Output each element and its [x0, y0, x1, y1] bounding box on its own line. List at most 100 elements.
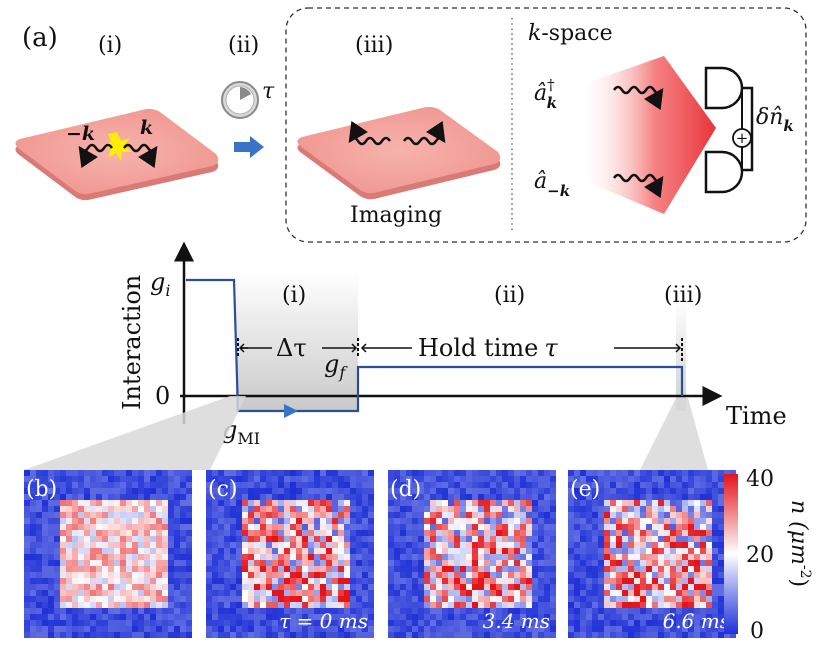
density-cell [448, 506, 454, 512]
background-cell [174, 614, 180, 620]
density-cell [162, 530, 168, 536]
density-cell [460, 524, 466, 530]
background-cell [332, 614, 338, 620]
background-cell [418, 518, 424, 524]
background-cell [356, 620, 362, 626]
background-cell [400, 488, 406, 494]
background-cell [598, 620, 604, 626]
step-i-label: (i) [98, 33, 122, 58]
background-cell [526, 608, 532, 614]
delta-n-sub: k [783, 117, 793, 135]
background-cell [466, 608, 472, 614]
background-cell [206, 554, 212, 560]
background-cell [206, 632, 212, 638]
density-cell [314, 500, 320, 506]
density-cell [150, 530, 156, 536]
density-cell [682, 584, 688, 590]
background-cell [290, 482, 296, 488]
background-cell [526, 488, 532, 494]
density-cell [694, 596, 700, 602]
background-cell [550, 512, 556, 518]
background-cell [544, 536, 550, 542]
background-cell [586, 554, 592, 560]
density-cell [700, 554, 706, 560]
density-cell [526, 572, 532, 578]
density-cell [248, 560, 254, 566]
background-cell [30, 512, 36, 518]
density-cell [520, 542, 526, 548]
background-cell [700, 614, 706, 620]
density-cell [296, 500, 302, 506]
background-cell [502, 614, 508, 620]
background-cell [206, 512, 212, 518]
background-cell [664, 608, 670, 614]
density-cell [484, 536, 490, 542]
density-cell [302, 602, 308, 608]
background-cell [218, 512, 224, 518]
density-cell [162, 590, 168, 596]
density-cell [96, 518, 102, 524]
background-cell [598, 590, 604, 596]
background-cell [266, 470, 272, 476]
background-cell [412, 542, 418, 548]
background-cell [260, 614, 266, 620]
density-cell [436, 590, 442, 596]
background-cell [54, 614, 60, 620]
background-cell [628, 476, 634, 482]
background-cell [550, 500, 556, 506]
background-cell [218, 536, 224, 542]
background-cell [712, 518, 718, 524]
density-cell [658, 560, 664, 566]
background-cell [400, 590, 406, 596]
background-cell [308, 614, 314, 620]
g-i-sub: i [165, 281, 170, 300]
density-cell [272, 602, 278, 608]
density-cell [90, 554, 96, 560]
density-cell [266, 560, 272, 566]
background-cell [532, 602, 538, 608]
background-cell [538, 560, 544, 566]
density-cell [344, 506, 350, 512]
density-cell [430, 530, 436, 536]
background-cell [174, 620, 180, 626]
density-cell [676, 602, 682, 608]
density-cell [260, 506, 266, 512]
background-cell [356, 578, 362, 584]
background-cell [604, 620, 610, 626]
density-cell [496, 596, 502, 602]
background-cell [90, 470, 96, 476]
density-cell [694, 524, 700, 530]
background-cell [598, 602, 604, 608]
background-cell [30, 590, 36, 596]
density-cell [126, 560, 132, 566]
density-cell [78, 512, 84, 518]
background-cell [580, 494, 586, 500]
background-cell [314, 620, 320, 626]
density-cell [664, 590, 670, 596]
background-cell [362, 482, 368, 488]
background-cell [54, 632, 60, 638]
density-cell [66, 578, 72, 584]
background-cell [320, 494, 326, 500]
density-cell [526, 566, 532, 572]
stage-ii-label: (ii) [494, 283, 525, 308]
density-cell [514, 590, 520, 596]
background-cell [568, 542, 574, 548]
background-cell [356, 602, 362, 608]
background-cell [236, 560, 242, 566]
background-cell [544, 590, 550, 596]
density-cell [120, 590, 126, 596]
density-cell [622, 500, 628, 506]
background-cell [24, 530, 30, 536]
density-cell [156, 560, 162, 566]
background-cell [126, 488, 132, 494]
density-cell [670, 566, 676, 572]
density-cell [460, 506, 466, 512]
density-cell [700, 518, 706, 524]
background-cell [514, 482, 520, 488]
background-cell [610, 614, 616, 620]
background-cell [502, 494, 508, 500]
background-cell [42, 620, 48, 626]
density-cell [640, 530, 646, 536]
background-cell [640, 476, 646, 482]
